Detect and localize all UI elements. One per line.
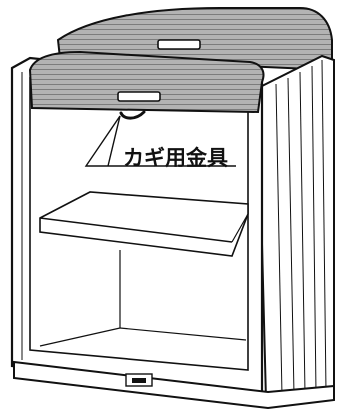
interior-floor-back	[119, 327, 247, 341]
lock-fitting-icon	[119, 110, 146, 120]
callout-leader	[84, 115, 236, 167]
cabinet-base	[13, 360, 335, 410]
front-shutter	[28, 50, 265, 114]
lock-fitting-label: カギ用金具	[123, 146, 228, 170]
cabinet-side-panel	[256, 54, 335, 402]
rear-shutter-handle	[157, 39, 201, 50]
front-shutter-handle	[117, 91, 161, 102]
interior-floor-edge	[39, 327, 121, 347]
middle-shelf	[39, 191, 249, 257]
